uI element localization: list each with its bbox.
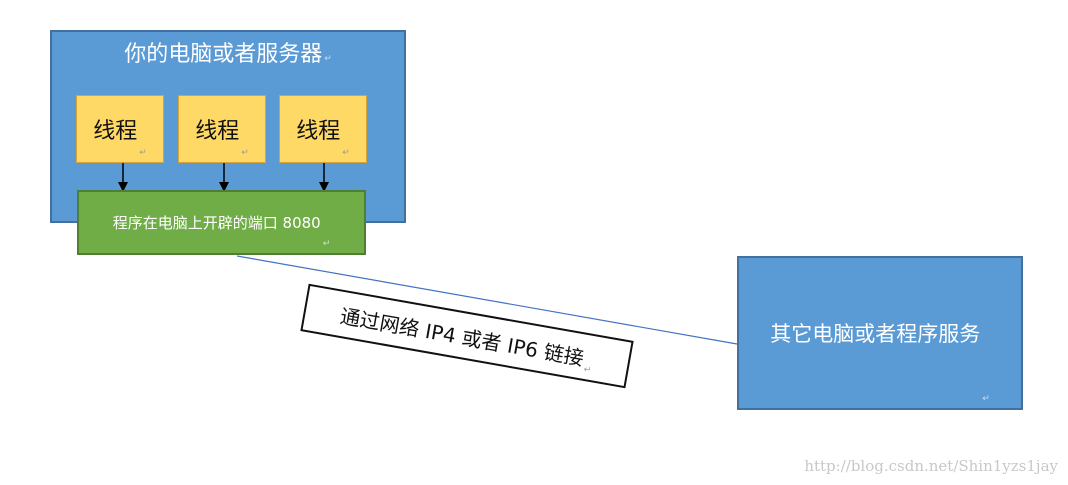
thread-label: 线程 (195, 119, 240, 144)
paragraph-mark-icon: ↵ (324, 54, 332, 64)
port-label: 程序在电脑上开辟的端口 8080 (112, 214, 321, 232)
paragraph-mark-icon: ↵ (582, 364, 592, 376)
remote-service-label: 其它电脑或者程序服务 (770, 322, 981, 346)
network-link-line (236, 255, 738, 345)
thread-label: 线程 (296, 119, 341, 144)
thread-box-3: 线程↵ (279, 95, 367, 163)
remote-service-box: 其它电脑或者程序服务 ↵ (737, 256, 1023, 410)
thread-box-1: 线程↵ (76, 95, 164, 163)
paragraph-mark-icon: ↵ (139, 148, 147, 158)
paragraph-mark-icon: ↵ (982, 394, 990, 404)
paragraph-mark-icon: ↵ (241, 148, 249, 158)
paragraph-mark-icon: ↵ (342, 148, 350, 158)
thread-box-2: 线程↵ (178, 95, 266, 163)
server-title: 你的电脑或者服务器↵ (50, 40, 406, 74)
thread-label: 线程 (93, 119, 138, 144)
paragraph-mark-icon: ↵ (322, 239, 331, 249)
watermark: http://blog.csdn.net/Shin1yzs1jay (804, 457, 1058, 475)
port-box: 程序在电脑上开辟的端口 8080↵ (77, 190, 366, 255)
server-title-text: 你的电脑或者服务器 (124, 42, 323, 67)
